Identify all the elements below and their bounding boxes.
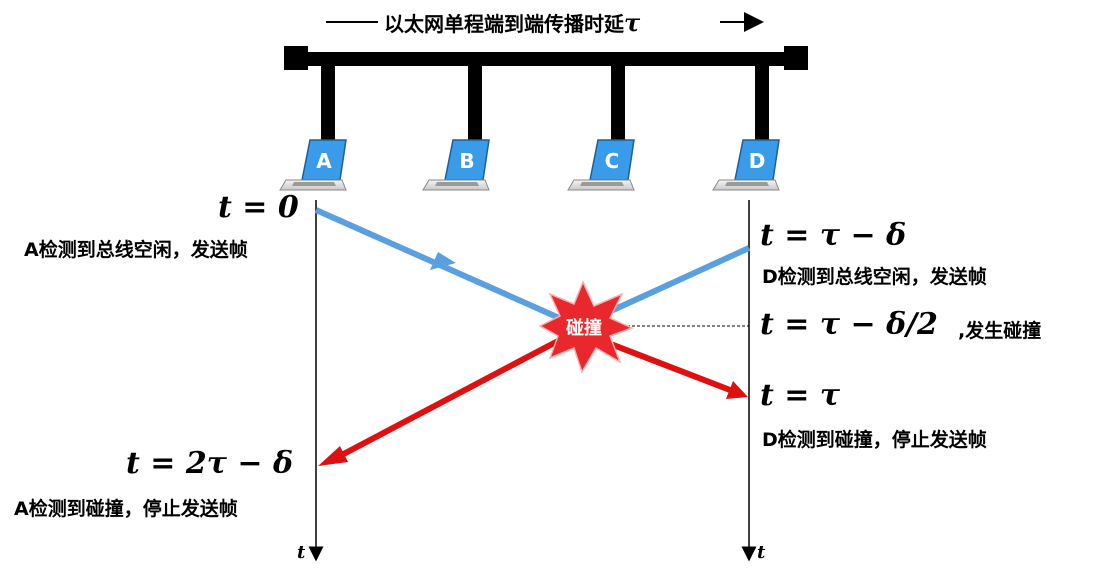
bus-terminator-left [284,46,308,70]
collision-burst-icon [538,280,634,374]
collide-equation: t = τ − δ/2 [760,307,938,342]
station-c-letter: C [605,149,620,173]
drop-d [755,60,769,142]
frame-a-line [314,207,577,328]
frame-a-arrowhead [430,252,456,270]
time-axis-d-label: t [757,542,766,563]
drop-c [611,60,625,142]
d-start-equation: t = τ − δ [760,218,907,253]
title-tau: τ [624,8,641,37]
laptop-c: C [567,139,635,191]
a-detect-equation: t = 2τ − δ [126,446,293,481]
jam-to-a-arrowhead [318,446,348,466]
d-detect-equation: t = τ [760,378,841,413]
jam-to-d-arrowhead [726,381,748,399]
time-axis-a-label: t [297,542,306,563]
frame-d-line [598,245,751,319]
drop-b [468,60,482,142]
collision-label: 碰撞 [566,317,602,339]
d-start-text: D检测到总线空闲，发送帧 [762,266,987,288]
title-text: 以太网单程端到端传播时延 [384,12,624,36]
diagram-title: 以太网单程端到端传播时延τ [384,8,640,37]
collide-text: ,发生碰撞 [958,320,1042,342]
a-start-equation: t = 0 [218,190,299,225]
station-a-letter: A [316,149,332,173]
jam-to-a-line [334,329,577,461]
d-detect-text: D检测到碰撞，停止发送帧 [762,429,987,451]
station-d-letter: D [749,149,766,173]
bus-terminator-right [784,46,808,70]
bus-cable [286,52,806,66]
a-detect-text: A检测到碰撞，停止发送帧 [14,498,238,520]
laptop-d: D [712,139,780,191]
station-b-letter: B [459,149,474,173]
laptop-b: B [422,139,490,191]
a-start-text: A检测到总线空闲，发送帧 [24,239,248,261]
drop-a [321,60,335,142]
laptop-a: A [279,139,347,191]
